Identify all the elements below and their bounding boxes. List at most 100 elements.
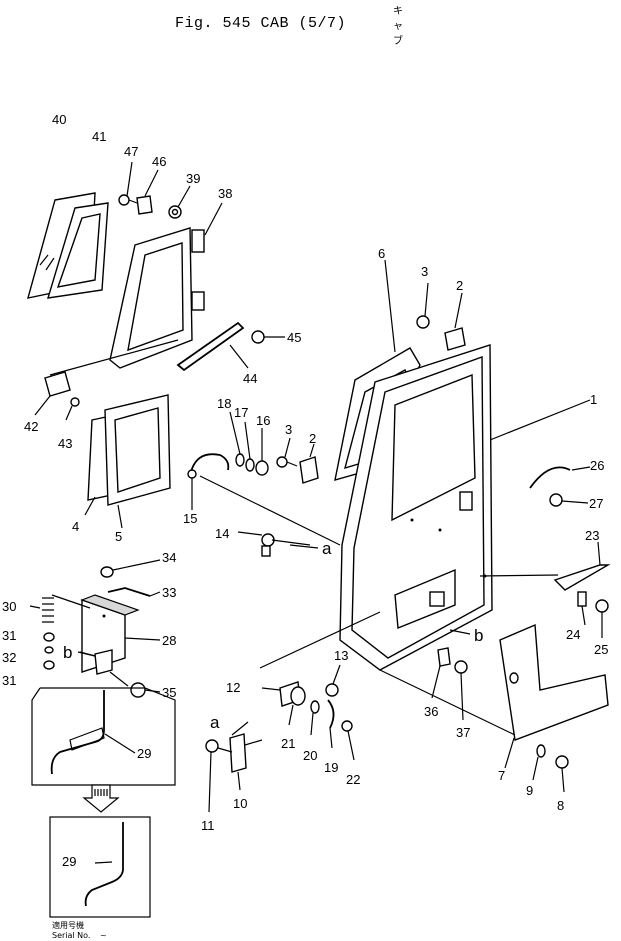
screw-8 [555, 755, 569, 793]
clip-36 [431, 647, 451, 699]
nut-39 [168, 185, 191, 219]
callout-4: 4 [72, 519, 79, 534]
rod-33 [107, 587, 161, 597]
ref-letter-a2: a [210, 713, 220, 732]
reference-letter-labels: a a b b [63, 539, 483, 732]
callout-39: 39 [186, 171, 200, 186]
stay-rod-44 [176, 321, 249, 372]
hinge-42 [34, 339, 179, 416]
callout-14: 14 [215, 526, 229, 541]
side-window-seal-41 [47, 202, 109, 299]
callout-23: 23 [585, 528, 599, 543]
callout-5: 5 [115, 529, 122, 544]
serial-variant-box [49, 816, 151, 918]
catch-10 [229, 733, 263, 791]
cab-door-1 [339, 344, 591, 671]
serial-label-jp: 適用号機 [52, 920, 84, 930]
bolt-11 [205, 739, 233, 813]
nuts-31-32 [43, 632, 55, 670]
washer-9 [532, 744, 546, 781]
screw-3-upper [416, 282, 430, 329]
callout-25: 25 [594, 642, 608, 657]
bolt-13 [325, 664, 341, 697]
callout-33: 33 [162, 585, 176, 600]
callout-16: 16 [256, 413, 270, 428]
door-handle-15 [187, 453, 230, 510]
callout-40: 40 [52, 112, 66, 127]
bolt-45 [251, 330, 285, 344]
callout-1: 1 [590, 392, 597, 407]
bolt-27 [549, 493, 589, 507]
callout-44: 44 [243, 371, 257, 386]
figure-title-ruby: キャブ [393, 6, 404, 47]
lever-housing-28 [51, 594, 161, 673]
washers-16-18 [199, 411, 341, 546]
callout-18: 18 [217, 396, 231, 411]
callout-3: 3 [421, 264, 428, 279]
callout-46: 46 [152, 154, 166, 169]
bracket-2-upper [444, 292, 466, 351]
bracket-2-lower [299, 443, 319, 484]
callout-10: 10 [233, 796, 247, 811]
callout-31b: 31 [2, 673, 16, 688]
link-19 [327, 699, 335, 749]
grip-26 [529, 466, 591, 489]
callout-6: 6 [378, 246, 385, 261]
lever-29-box [31, 687, 176, 786]
callout-8: 8 [557, 798, 564, 813]
callout-11: 11 [201, 818, 215, 833]
callout-36: 36 [424, 704, 438, 719]
callout-32: 32 [2, 650, 16, 665]
callout-19: 19 [324, 760, 338, 775]
screw-22 [341, 720, 355, 761]
callout-2: 2 [456, 278, 463, 293]
callout-38: 38 [218, 186, 232, 201]
serial-value: ~ [100, 931, 107, 940]
callout-27: 27 [589, 496, 603, 511]
plate-7 [379, 623, 609, 769]
callout-7: 7 [498, 768, 505, 783]
callout-22: 22 [346, 772, 360, 787]
screw-43 [65, 397, 80, 421]
bracket-46 [136, 169, 159, 215]
callout-26: 26 [590, 458, 604, 473]
screw-3-lower [276, 437, 298, 468]
arm-23 [479, 541, 611, 591]
ref-letter-a1: a [322, 539, 332, 558]
bolt-35 [109, 671, 161, 698]
callout-17: 17 [234, 405, 248, 420]
callout-15: 15 [183, 511, 197, 526]
upper-window-frame [109, 202, 223, 369]
callout-12: 12 [226, 680, 240, 695]
callout-20: 20 [303, 748, 317, 763]
figure-title-block: キャブ Fig. 545 CAB (5/7) [175, 2, 403, 47]
callout-2b: 2 [309, 431, 316, 446]
screw-47 [118, 161, 138, 206]
callout-24: 24 [566, 627, 580, 642]
callout-43: 43 [58, 436, 72, 451]
serial-label-en: Serial No. [52, 931, 90, 940]
callout-45: 45 [287, 330, 301, 345]
callout-35: 35 [162, 685, 176, 700]
reference-lines [77, 544, 471, 736]
spring-30 [29, 597, 54, 623]
callout-29b: 29 [62, 854, 76, 869]
window-seal-5 [104, 394, 171, 529]
callout-41: 41 [92, 129, 106, 144]
washer-21 [288, 686, 306, 726]
callout-37: 37 [456, 725, 470, 740]
callout-28: 28 [162, 633, 176, 648]
ref-letter-b1: b [474, 626, 483, 645]
nut-34 [100, 559, 161, 578]
figure-title: Fig. 545 CAB (5/7) [175, 15, 347, 32]
bolt-37 [454, 660, 468, 721]
callout-42: 42 [24, 419, 38, 434]
callout-21: 21 [281, 736, 295, 751]
key-14 [237, 531, 311, 557]
callout-31a: 31 [2, 628, 16, 643]
callout-34: 34 [162, 550, 176, 565]
arrow-down-icon [82, 784, 120, 813]
bolt-25 [595, 599, 609, 638]
callout-labels: 40 41 47 46 39 38 45 44 42 43 4 5 18 17 … [2, 112, 608, 869]
